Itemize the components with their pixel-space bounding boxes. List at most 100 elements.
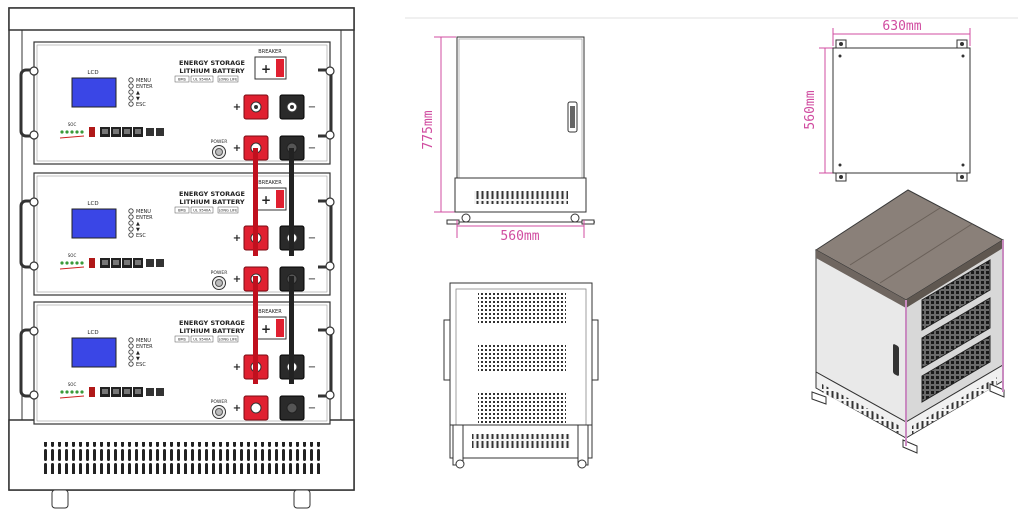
menu-button-label: MENU — [136, 209, 151, 215]
comm-port[interactable] — [146, 128, 154, 136]
soc-led-icon — [75, 261, 79, 265]
black-cable-2 — [289, 276, 294, 384]
esc-button-label: ESC — [136, 233, 146, 239]
top-view: 630mm 560mm — [803, 19, 971, 182]
positive-label: + — [233, 362, 241, 373]
comm-port[interactable] — [146, 388, 154, 396]
left-handle[interactable] — [19, 199, 34, 269]
red-cable-1 — [253, 148, 258, 256]
up-button[interactable] — [128, 349, 134, 355]
handle-screw-icon — [325, 66, 335, 76]
positive-label: + — [233, 143, 241, 154]
power-label: POWER — [211, 139, 228, 145]
soc-led-icon — [80, 261, 84, 265]
rack-left-foot — [51, 489, 69, 509]
soc-led-icon — [75, 130, 79, 134]
breaker-switch[interactable] — [276, 59, 284, 77]
down-button[interactable] — [128, 95, 134, 101]
badge-label: BMS — [178, 78, 187, 82]
side-vent-top — [921, 259, 991, 331]
soc-led-icon — [60, 261, 64, 265]
enter-button-label: ENTER — [136, 84, 153, 90]
esc-button[interactable] — [128, 361, 134, 367]
left-handle[interactable] — [19, 328, 34, 398]
front-left-wheel — [461, 213, 471, 223]
rear-vent-top — [478, 293, 566, 323]
negative-label: − — [308, 274, 316, 285]
esc-button[interactable] — [128, 101, 134, 107]
red-cable-2 — [253, 276, 258, 384]
enter-button[interactable] — [128, 83, 134, 89]
positive-label: + — [233, 274, 241, 285]
up-button-label: ▲ — [136, 90, 140, 96]
badge-label: LONG LIFE — [219, 209, 238, 213]
black-cable-1 — [289, 148, 294, 256]
module-title-line2: LITHIUM BATTERY — [179, 67, 244, 75]
soc-led-icon — [80, 390, 84, 394]
up-button[interactable] — [128, 89, 134, 95]
menu-button[interactable] — [128, 77, 134, 83]
enter-button-label: ENTER — [136, 215, 153, 221]
comm-port[interactable] — [146, 259, 154, 267]
addr-switch[interactable] — [89, 127, 95, 137]
lcd-screen — [71, 337, 117, 368]
module-title-line2: LITHIUM BATTERY — [179, 327, 244, 335]
module-title-line1: ENERGY STORAGE — [179, 190, 245, 198]
down-button[interactable] — [128, 226, 134, 232]
badge-label: UL 9540A — [193, 209, 211, 213]
badge-label: BMS — [178, 209, 187, 213]
esc-button-label: ESC — [136, 102, 146, 108]
height-dimension-label: 775mm — [421, 110, 436, 149]
handle-screw-icon — [29, 390, 39, 400]
soc-led-icon — [60, 130, 64, 134]
lcd-screen — [71, 77, 117, 108]
soc-label: SOC — [68, 253, 77, 258]
left-handle[interactable] — [19, 68, 34, 138]
badge-label: UL 9540A — [193, 78, 211, 82]
soc-led-icon — [70, 390, 74, 394]
comm-port[interactable] — [156, 128, 164, 136]
up-button[interactable] — [128, 220, 134, 226]
negative-label: − — [308, 102, 316, 113]
breaker-plus-label: + — [261, 193, 271, 207]
esc-button-label: ESC — [136, 362, 146, 368]
breaker-switch[interactable] — [276, 319, 284, 337]
rear-vent-bottom — [478, 393, 566, 423]
side-vent-bottom — [921, 335, 991, 403]
negative-label: − — [308, 362, 316, 373]
soc-led-icon — [65, 130, 69, 134]
handle-screw-icon — [325, 130, 335, 140]
handle-screw-icon — [325, 261, 335, 271]
up-button-label: ▲ — [136, 350, 140, 356]
breaker-switch[interactable] — [276, 190, 284, 208]
comm-port[interactable] — [156, 388, 164, 396]
enter-button[interactable] — [128, 343, 134, 349]
breaker-label: BREAKER — [258, 309, 282, 315]
soc-led-icon — [60, 390, 64, 394]
handle-screw-icon — [325, 197, 335, 207]
handle-screw-icon — [29, 197, 39, 207]
breaker-label: BREAKER — [258, 180, 282, 186]
addr-switch[interactable] — [89, 258, 95, 268]
badge-label: LONG LIFE — [219, 338, 238, 342]
addr-switch[interactable] — [89, 387, 95, 397]
module-title-line1: ENERGY STORAGE — [179, 319, 245, 327]
enter-button[interactable] — [128, 214, 134, 220]
handle-screw-icon — [29, 66, 39, 76]
soc-led-icon — [70, 130, 74, 134]
badge-label: LONG LIFE — [219, 78, 238, 82]
rear-vent-middle — [478, 343, 566, 373]
lcd-label: LCD — [87, 330, 98, 336]
handle-screw-icon — [325, 326, 335, 336]
menu-button[interactable] — [128, 337, 134, 343]
down-button-label: ▼ — [136, 356, 140, 362]
esc-button[interactable] — [128, 232, 134, 238]
soc-led-icon — [65, 390, 69, 394]
menu-button[interactable] — [128, 208, 134, 214]
positive-label: + — [233, 102, 241, 113]
rack-base-vent — [40, 442, 324, 474]
down-button[interactable] — [128, 355, 134, 361]
module-title-line1: ENERGY STORAGE — [179, 59, 245, 67]
soc-led-icon — [75, 390, 79, 394]
comm-port[interactable] — [156, 259, 164, 267]
